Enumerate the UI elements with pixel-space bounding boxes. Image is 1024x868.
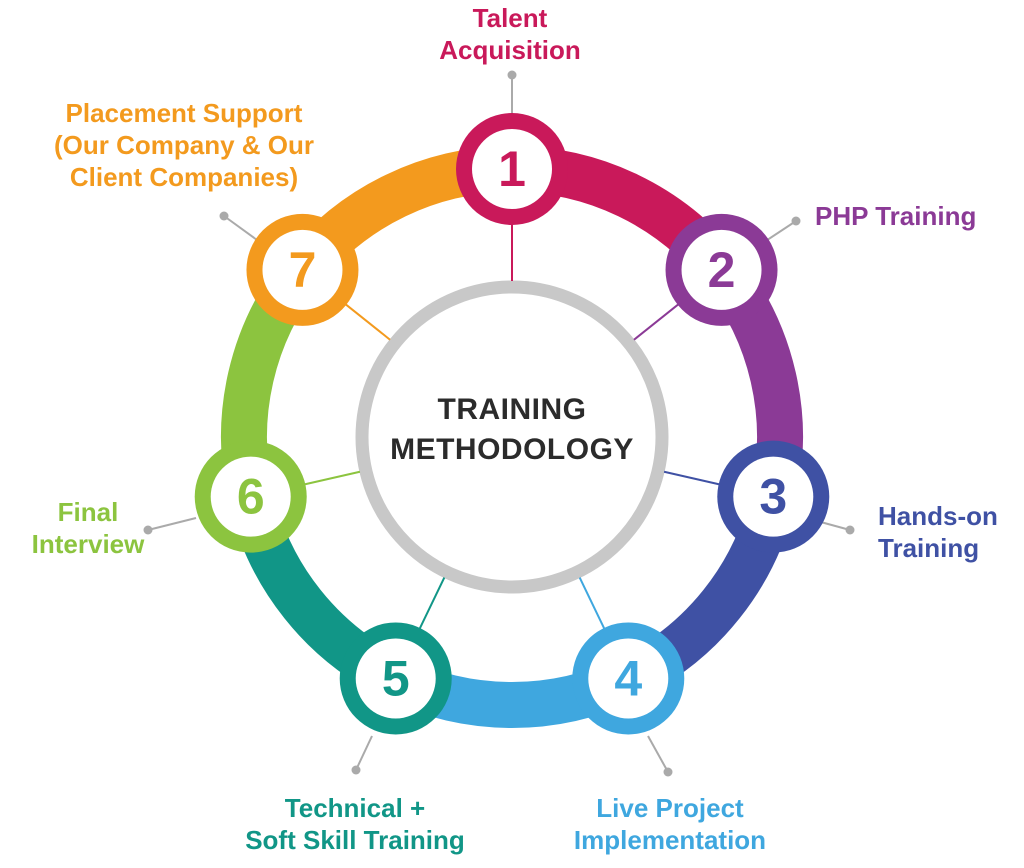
step-number-2: 2 [708,242,736,298]
step-label-7-line-1: Placement Support [65,98,303,128]
center-title-line1: TRAINING [437,393,587,426]
step-node-inner-2 [681,229,762,310]
step-node-4: 4 [572,622,685,735]
step-label-2-line-1: PHP Training [815,201,977,231]
step-node-7: 7 [246,213,359,326]
step-label-4-line-2: Implementation [573,825,767,855]
step-label-5-line-1: Technical + [284,793,426,823]
leader-dot-2 [791,216,801,226]
step-label-5: Technical +Soft Skill Training [245,792,465,856]
step-node-6: 6 [194,440,307,553]
leader-dot-3 [845,525,855,535]
step-node-1: 1 [456,113,568,225]
step-number-5: 5 [382,650,410,706]
leader-dot-6 [143,525,153,535]
step-label-7-line-2: (Our Company & Our [53,130,315,160]
step-label-6-line-2: Interview [31,529,145,559]
leader-dot-5 [351,765,361,775]
leader-line-6 [147,517,197,531]
step-number-7: 7 [289,242,317,298]
step-label-3-line-1: Hands-on [878,501,998,531]
step-number-4: 4 [614,650,642,706]
step-label-3-line-2: Training [878,533,980,563]
leader-dot-4 [663,767,673,777]
step-node-2: 2 [665,213,778,326]
step-label-5-line-2: Soft Skill Training [245,825,465,855]
leader-line-4 [647,735,669,773]
step-label-4-line-1: Live Project [596,793,744,823]
step-label-1-line-2: Acquisition [439,35,581,65]
leader-line-5 [355,735,373,771]
center-title-line2: METHODOLOGY [390,433,634,466]
step-node-inner-4 [588,638,669,719]
step-node-inner-7 [262,229,343,310]
step-label-2: PHP Training [815,200,976,232]
center-title: TRAINING METHODOLOGY [352,390,672,470]
step-node-inner-5 [355,638,436,719]
step-number-3: 3 [759,469,787,525]
step-node-inner-6 [210,456,291,537]
step-label-7-line-3: Client Companies) [69,162,299,192]
leader-dot-7 [219,211,229,221]
step-node-inner-3 [733,456,814,537]
step-node-3: 3 [717,440,830,553]
step-number-1: 1 [498,141,526,197]
step-node-inner-1 [472,129,552,209]
step-label-6-line-1: Final [57,497,119,527]
step-nodes: 1 2 3 4 5 6 7 [194,113,830,735]
center-ring [355,280,669,594]
leader-dot-1 [507,70,517,80]
step-label-1-line-1: Talent [472,3,548,33]
step-number-6: 6 [237,469,265,525]
step-node-5: 5 [339,622,452,735]
